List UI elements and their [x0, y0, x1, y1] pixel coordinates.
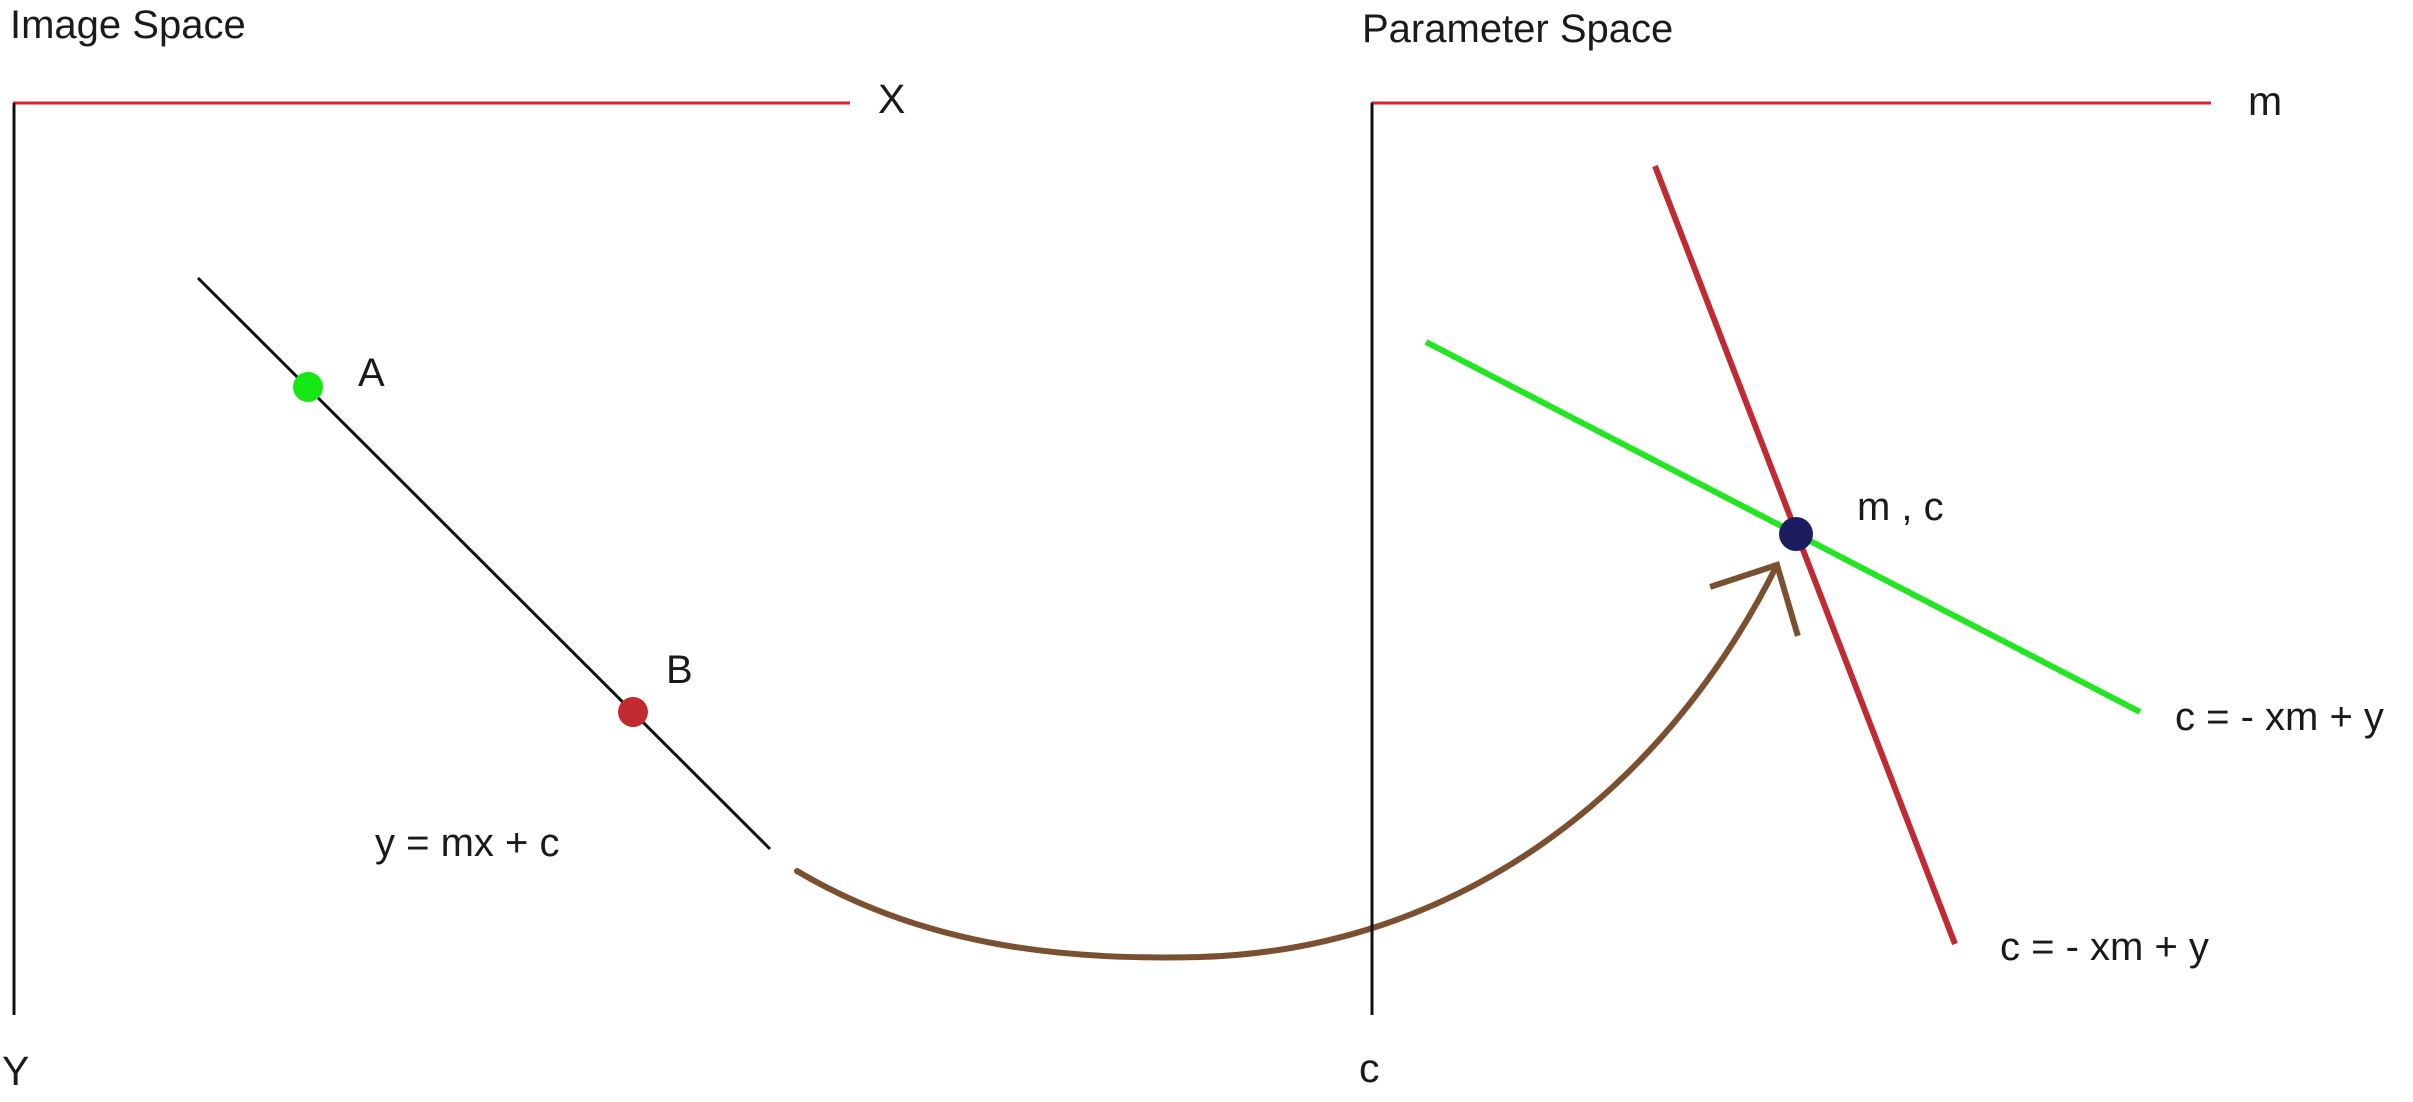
image-space-title: Image Space: [10, 3, 246, 47]
image-space-y-axis-label: Y: [2, 1048, 29, 1094]
transform-arrow-head: [1709, 561, 1801, 637]
point-b-label: B: [666, 648, 693, 692]
point-a-label: A: [358, 351, 385, 395]
line-equation-label: y = mx + c: [375, 821, 560, 865]
red-line-equation: c = - xm + y: [2000, 925, 2209, 969]
image-space-line: [196, 276, 772, 851]
green-line-equation: c = - xm + y: [2175, 695, 2384, 739]
point-a: [293, 372, 323, 402]
intersection-point: [1779, 517, 1813, 551]
image-space-panel: Image Space X Y A B y = mx + c: [2, 3, 905, 1094]
parameter-space-panel: Parameter Space m c m , c c = - xm + y c…: [1359, 7, 2384, 1091]
transform-arrow-curve: [794, 562, 1780, 961]
parameter-space-m-axis-label: m: [2248, 78, 2282, 124]
point-b: [618, 697, 648, 727]
parameter-space-c-axis-label: c: [1359, 1045, 1380, 1091]
parameter-space-title: Parameter Space: [1362, 7, 1673, 51]
intersection-label: m , c: [1857, 485, 1944, 529]
red-parameter-line: [1652, 164, 1958, 946]
transform-arrow: [794, 561, 1801, 961]
image-space-x-axis-label: X: [878, 76, 905, 122]
